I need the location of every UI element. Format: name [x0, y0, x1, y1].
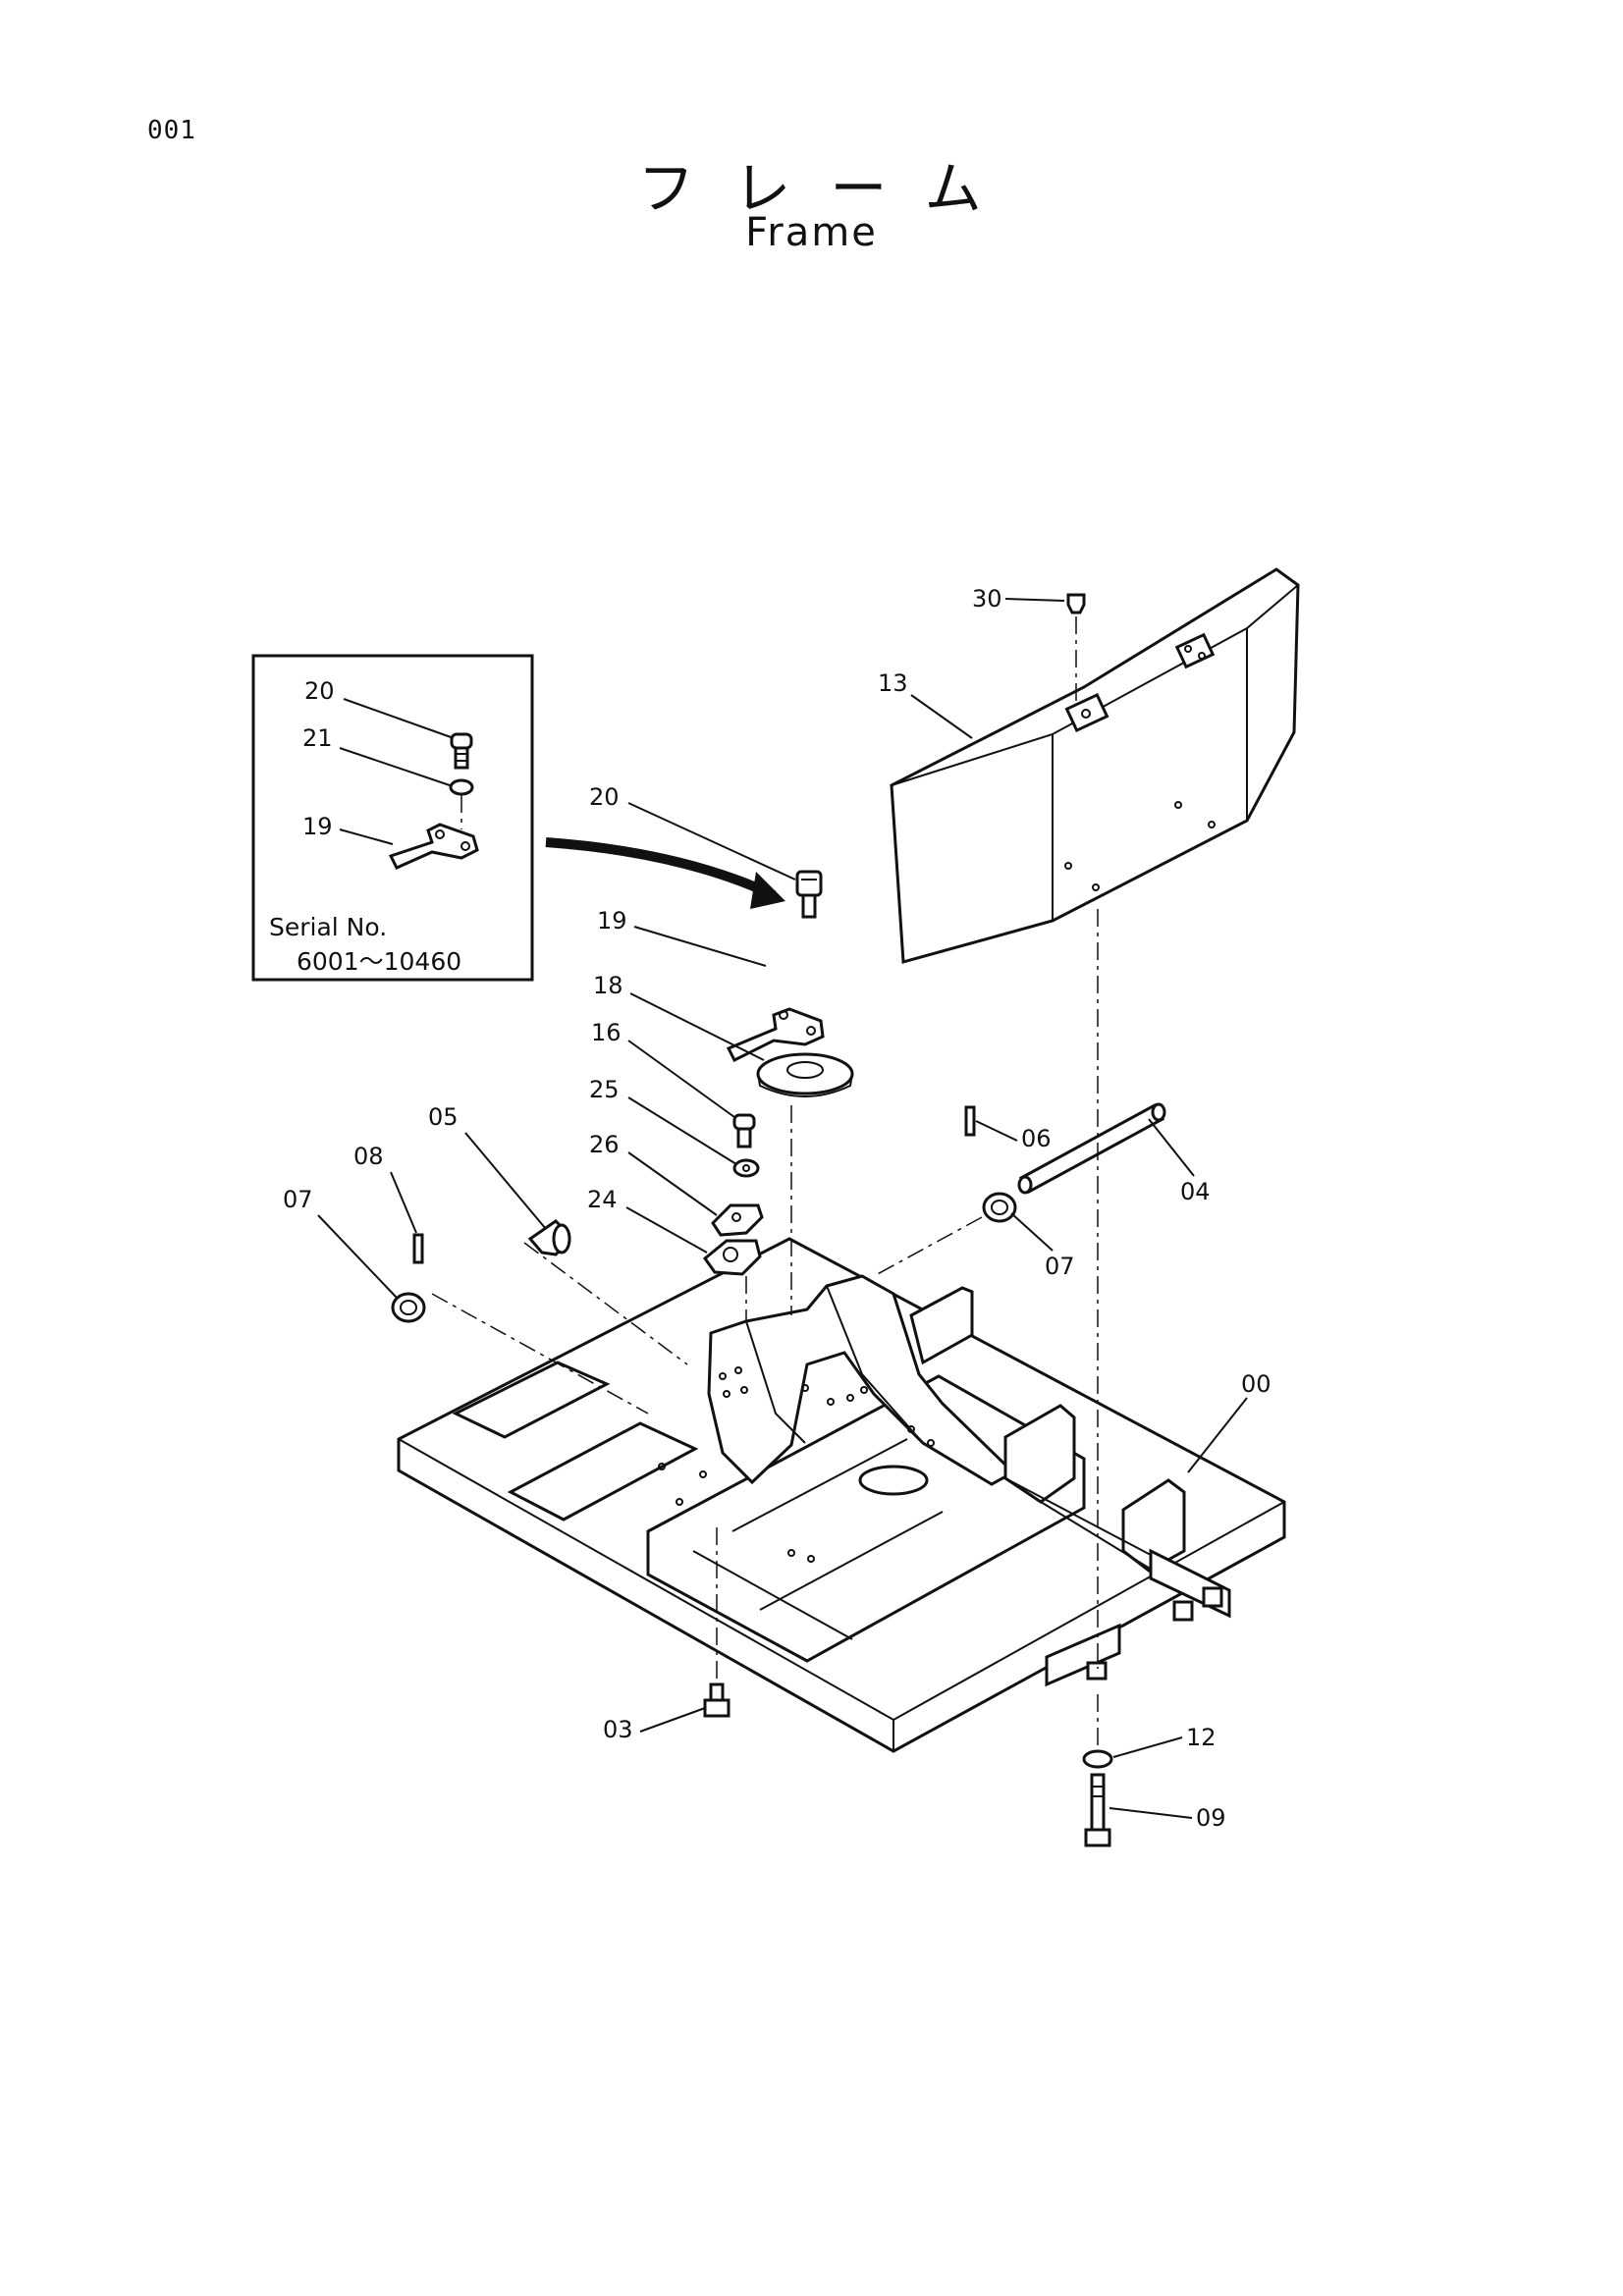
fitting-stack [702, 870, 854, 1321]
counterweight-bolt [1066, 593, 1086, 703]
callouts: 30 13 20 19 18 16 25 26 24 05 08 07 06 0… [283, 585, 1271, 1832]
upper-frame [397, 1237, 1286, 1753]
mount-bolt [1082, 1749, 1113, 1847]
title-japanese: フレーム [637, 155, 1021, 222]
callout-12: 12 [1186, 1724, 1217, 1751]
callout-00: 00 [1241, 1370, 1271, 1398]
inset-bolt-icon [450, 732, 473, 770]
callout-13: 13 [878, 669, 908, 697]
reference-arrow [545, 837, 785, 909]
callout-24: 24 [587, 1186, 618, 1213]
callout-20: 20 [589, 783, 620, 811]
callout-07-right: 07 [1045, 1253, 1075, 1280]
callout-09: 09 [1196, 1804, 1226, 1832]
page-code: 001 [147, 116, 196, 145]
frame-bolt [703, 1527, 730, 1718]
right-pin-assembly [873, 1102, 1166, 1277]
serial-label: Serial No. [269, 913, 387, 941]
title-english: Frame [745, 210, 878, 255]
callout-03: 03 [603, 1716, 633, 1743]
inset-plate-icon [388, 823, 479, 870]
callout-05: 05 [428, 1103, 459, 1131]
left-pin-assembly [391, 1219, 688, 1415]
callout-07-left: 07 [283, 1186, 313, 1213]
callout-26: 26 [589, 1131, 620, 1158]
counterweight [890, 567, 1300, 964]
callout-04: 04 [1180, 1178, 1211, 1205]
inset-label-21: 21 [302, 724, 333, 752]
callout-08: 08 [353, 1143, 384, 1170]
callout-30: 30 [972, 585, 1002, 613]
inset-label-20: 20 [304, 677, 335, 705]
inset-label-19: 19 [302, 813, 333, 840]
callout-25: 25 [589, 1076, 620, 1103]
serial-range: 6001〜10460 [297, 947, 461, 976]
serial-inset: 20 21 19 Serial No. 6001〜10460 [251, 654, 534, 982]
callout-16: 16 [591, 1019, 622, 1046]
inset-washer-icon [449, 778, 474, 796]
callout-19: 19 [597, 907, 627, 934]
callout-18: 18 [593, 972, 623, 999]
callout-06: 06 [1021, 1125, 1052, 1152]
